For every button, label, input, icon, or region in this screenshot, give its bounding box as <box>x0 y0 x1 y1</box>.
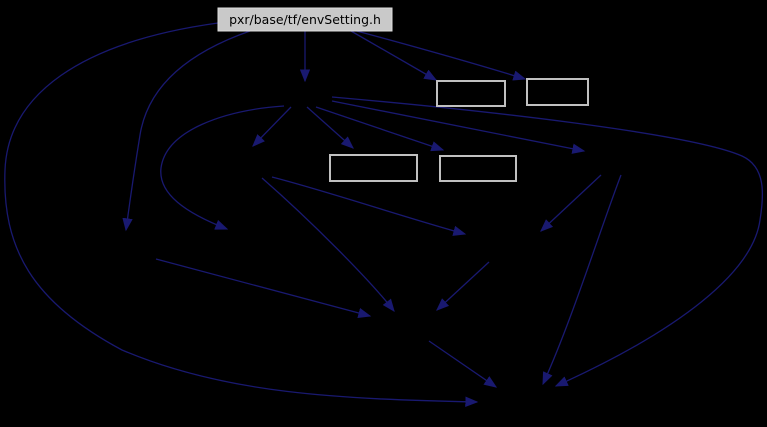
edge-hidden2-to-hidden7 <box>261 177 395 313</box>
node-main-label: pxr/base/tf/envSetting.h <box>229 12 381 27</box>
edge-main-to-hidden4 <box>122 30 251 232</box>
edge-main-to-hidden8 <box>4 22 479 407</box>
edge-main-to-boxtop2 <box>352 29 527 81</box>
edge-hidden3-to-hidden8 <box>542 174 622 386</box>
edge-hidden1-to-hidden2 <box>252 106 292 147</box>
edge-main-to-boxtop1 <box>350 30 438 81</box>
edge-hidden1-to-boxmid2 <box>315 106 445 152</box>
edge-hidden7-to-hidden8 <box>428 340 498 388</box>
node-box-top-2 <box>526 78 589 106</box>
edge-hidden1-to-hidden3 <box>331 100 586 154</box>
edge-hidden2-to-hidden6 <box>271 176 467 236</box>
edge-hidden1-to-boxmid1 <box>306 106 354 149</box>
node-main <box>217 7 393 32</box>
node-box-mid-1 <box>329 154 418 182</box>
edge-hidden4-to-hidden7 <box>155 258 372 319</box>
edge-hidden6-to-hidden7 <box>436 261 490 311</box>
edge-hidden3-to-hidden6 <box>540 174 602 232</box>
node-box-mid-2 <box>439 155 517 182</box>
edge-hidden1-to-hidden8 <box>331 96 764 387</box>
edge-hidden1-to-hidden5 <box>160 105 285 230</box>
node-box-top-1 <box>436 80 506 107</box>
